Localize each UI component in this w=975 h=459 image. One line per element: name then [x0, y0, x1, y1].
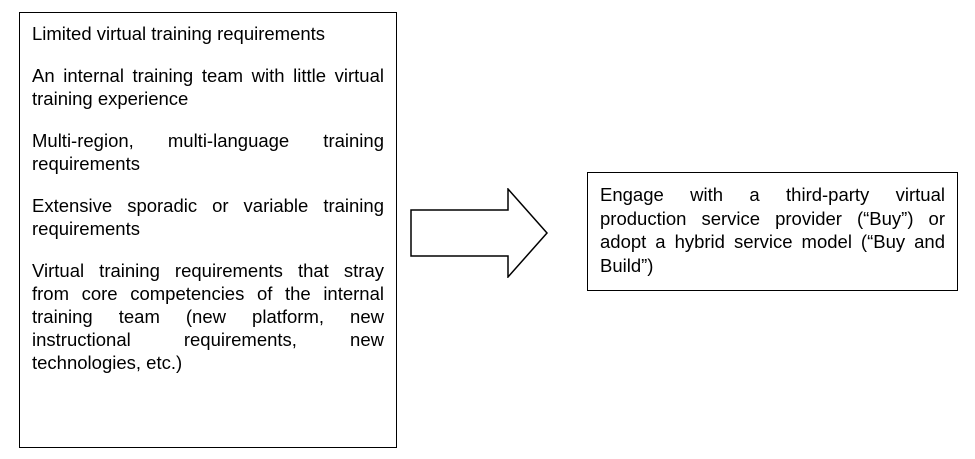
- condition-item: Virtual training requirements that stray…: [32, 260, 384, 373]
- outcome-text: Engage with a third-party virtual produc…: [600, 184, 945, 276]
- outcome-box: Engage with a third-party virtual produc…: [587, 172, 958, 291]
- condition-item: Limited virtual training requirements: [32, 23, 326, 44]
- conditions-box: Limited virtual training requirements An…: [19, 12, 397, 448]
- condition-item: An internal training team with little vi…: [32, 65, 384, 109]
- condition-item: Multi-region, multi-language training re…: [32, 130, 384, 174]
- condition-item: Extensive sporadic or variable training …: [32, 195, 384, 239]
- arrow-shape: [410, 188, 549, 278]
- right-arrow-icon: [410, 188, 549, 278]
